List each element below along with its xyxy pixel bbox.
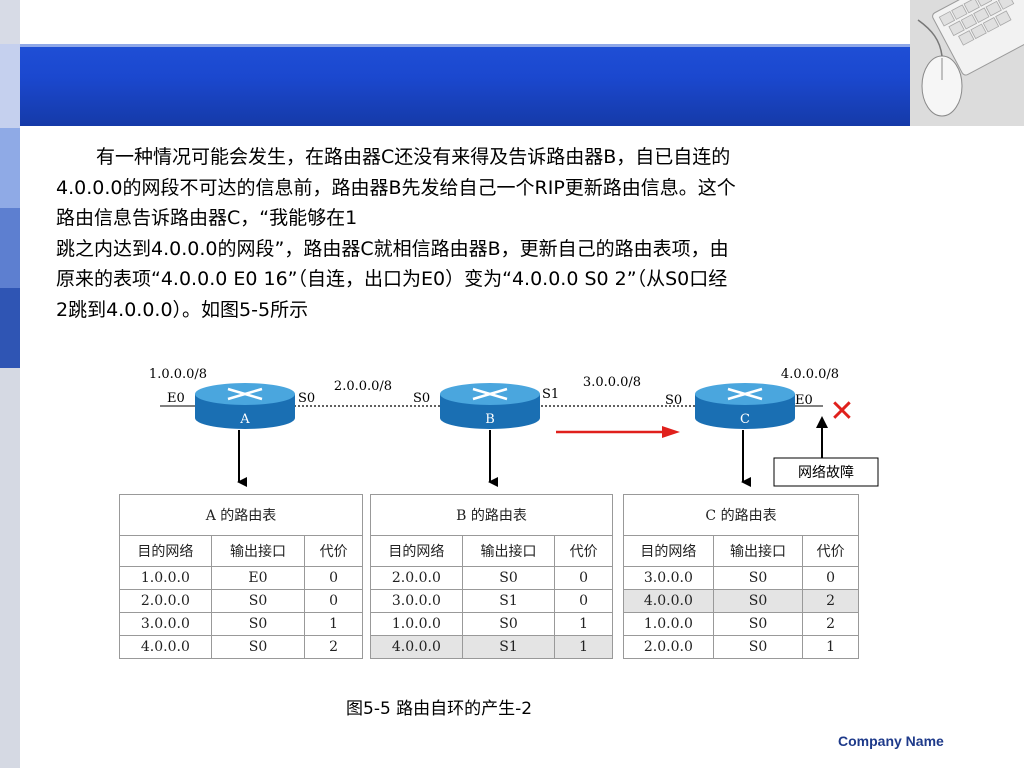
fault-arrow-head: [816, 416, 828, 428]
table-cell: 2: [803, 613, 859, 636]
update-arrow: [556, 426, 680, 438]
fault-label: 网络故障: [798, 465, 854, 481]
table-cell: S1: [462, 636, 555, 659]
table-cell: 4.0.0.0: [624, 590, 714, 613]
figure-caption: 图5-5 路由自环的产生-2: [346, 694, 532, 719]
table-cell: 3.0.0.0: [120, 613, 212, 636]
column-header: 目的网络: [371, 536, 463, 567]
port-label: E0: [167, 391, 185, 406]
column-header: 输出接口: [211, 536, 305, 567]
table-cell: 1: [555, 613, 613, 636]
column-header: 代价: [555, 536, 613, 567]
network-label: 2.0.0.0/8: [334, 379, 392, 394]
table-cell: 2: [305, 636, 363, 659]
column-header: 代价: [305, 536, 363, 567]
table-cell: 1: [305, 613, 363, 636]
router-label: C: [740, 412, 750, 427]
table-cell: 2.0.0.0: [624, 636, 714, 659]
table-cell: S0: [211, 613, 305, 636]
table-cell: 1: [555, 636, 613, 659]
table-cell: 4.0.0.0: [371, 636, 463, 659]
network-label: 3.0.0.0/8: [583, 375, 641, 390]
router-a: A: [195, 383, 295, 429]
table-cell: 0: [305, 590, 363, 613]
company-name: Company Name: [838, 733, 944, 749]
table-cell: S1: [462, 590, 555, 613]
table-cell: S0: [211, 590, 305, 613]
table-cell: 0: [305, 567, 363, 590]
table-title: B 的路由表: [371, 495, 613, 536]
port-label: S1: [542, 387, 559, 402]
table-cell: S0: [462, 613, 555, 636]
router-b: B: [440, 383, 540, 429]
table-cell: 0: [803, 567, 859, 590]
port-label: S0: [665, 393, 682, 408]
router-label: B: [485, 412, 495, 427]
network-label: 4.0.0.0/8: [781, 367, 839, 382]
table-cell: 2: [803, 590, 859, 613]
table-cell: 1: [803, 636, 859, 659]
table-cell: 1.0.0.0: [120, 567, 212, 590]
table-cell: 4.0.0.0: [120, 636, 212, 659]
network-label: 1.0.0.0/8: [149, 367, 207, 382]
table-row: 3.0.0.0S00: [624, 567, 859, 590]
table-title: C 的路由表: [624, 495, 859, 536]
port-label: E0: [795, 393, 813, 408]
column-header: 目的网络: [120, 536, 212, 567]
table-cell: E0: [211, 567, 305, 590]
table-cell: 2.0.0.0: [120, 590, 212, 613]
table-cell: 3.0.0.0: [371, 590, 463, 613]
column-header: 代价: [803, 536, 859, 567]
table-cell: 3.0.0.0: [624, 567, 714, 590]
table-cell: S0: [713, 636, 803, 659]
router-c: C: [695, 383, 795, 429]
column-header: 目的网络: [624, 536, 714, 567]
table-cell: 2.0.0.0: [371, 567, 463, 590]
table-cell: S0: [462, 567, 555, 590]
table-title: A 的路由表: [120, 495, 363, 536]
column-header: 输出接口: [713, 536, 803, 567]
fault-x-icon: ✕: [829, 394, 854, 429]
port-label: S0: [413, 391, 430, 406]
table-cell: 0: [555, 590, 613, 613]
column-header: 输出接口: [462, 536, 555, 567]
table-cell: 1.0.0.0: [371, 613, 463, 636]
port-label: S0: [298, 391, 315, 406]
router-label: A: [239, 412, 250, 427]
table-cell: S0: [211, 636, 305, 659]
table-cell: 0: [555, 567, 613, 590]
routing-table-a: A 的路由表 目的网络 输出接口 代价 1.0.0.0E00 2.0.0.0S0…: [119, 494, 363, 659]
table-cell: 1.0.0.0: [624, 613, 714, 636]
table-cell: S0: [713, 590, 803, 613]
table-cell: S0: [713, 613, 803, 636]
table-cell: S0: [713, 567, 803, 590]
